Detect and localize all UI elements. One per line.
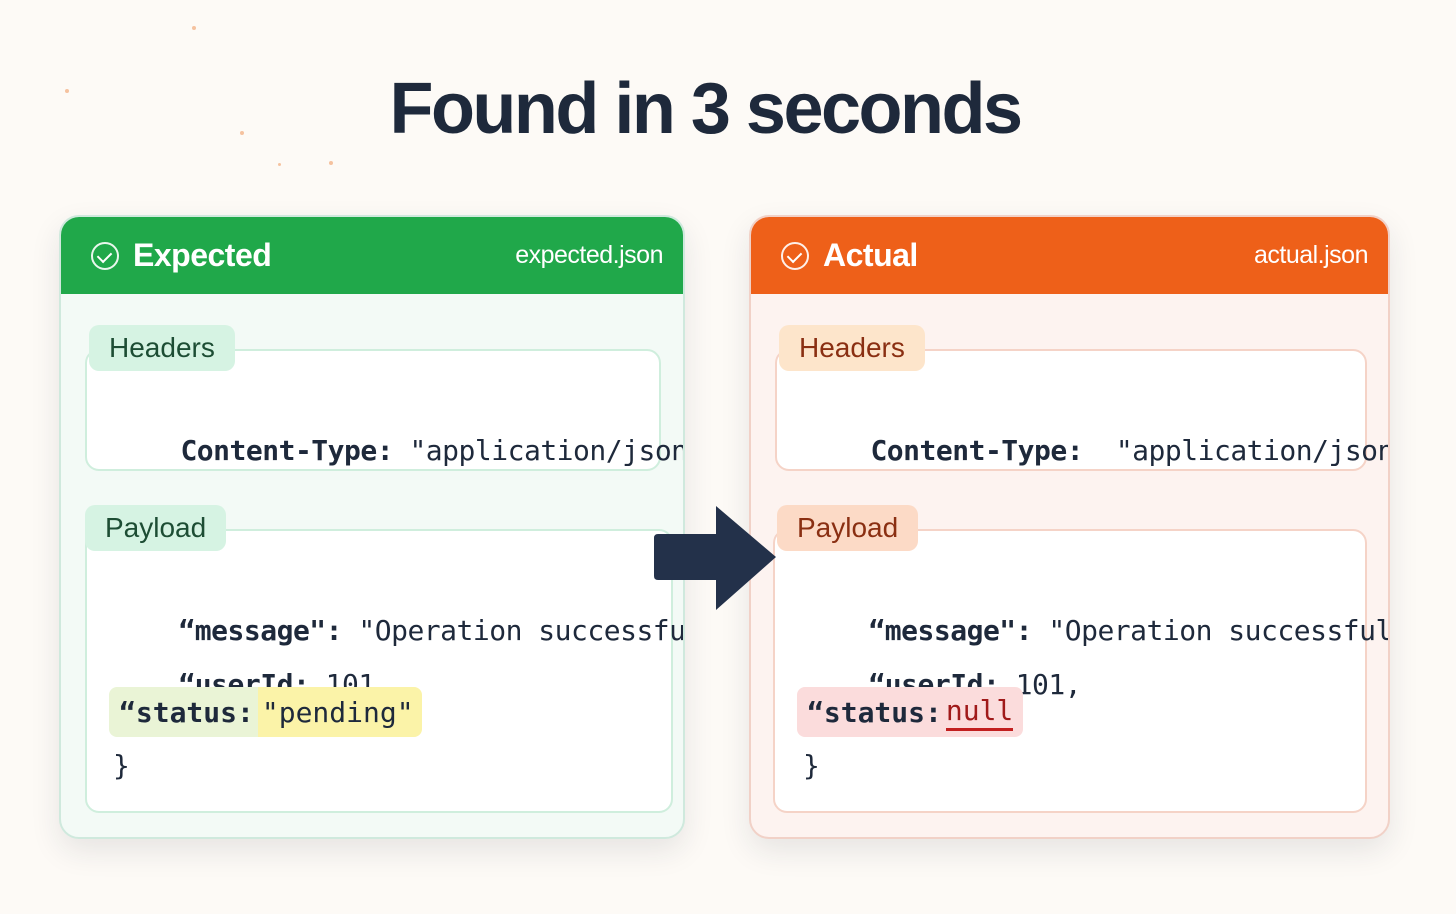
expected-headers-tag: Headers bbox=[89, 325, 235, 371]
actual-status-key: “status: bbox=[807, 695, 942, 729]
decorative-dot bbox=[329, 161, 333, 165]
expected-panel: Expected expected.json Headers Content-T… bbox=[59, 215, 685, 839]
expected-message-value: "Operation successful", bbox=[358, 614, 685, 647]
expected-header-value: "application/json" bbox=[409, 434, 685, 467]
expected-header-key: Content-Type: bbox=[180, 434, 394, 467]
expected-panel-title: Expected bbox=[133, 237, 272, 273]
expected-header-line: Content-Type: "application/json" bbox=[115, 401, 685, 500]
expected-file-name: expected.json bbox=[515, 241, 663, 269]
actual-header-key: Content-Type: bbox=[870, 434, 1084, 467]
actual-file-name: actual.json bbox=[1253, 241, 1369, 269]
actual-payload-box bbox=[773, 529, 1367, 813]
actual-panel: Actual actual.json Headers Content-Type:… bbox=[749, 215, 1390, 839]
expected-status-highlight: “status:"pending" bbox=[109, 687, 422, 737]
actual-payload-tag: Payload bbox=[777, 505, 919, 551]
decorative-dot bbox=[65, 89, 69, 93]
actual-closing-brace: } bbox=[803, 749, 820, 782]
expected-panel-header: Expected expected.json bbox=[61, 217, 683, 294]
decorative-dot bbox=[278, 163, 281, 166]
check-circle-icon bbox=[91, 241, 119, 270]
expected-status-value: "pending" bbox=[257, 687, 422, 737]
expected-payload-line-1: “message": "Operation successful", bbox=[113, 581, 685, 680]
actual-panel-header: Actual actual.json bbox=[751, 217, 1388, 294]
actual-userid-value: 101, bbox=[1015, 668, 1082, 701]
actual-payload-line-1: “message": "Operation successful", bbox=[803, 581, 1390, 680]
actual-message-value: "Operation successful", bbox=[1048, 614, 1390, 647]
actual-status-highlight: “status:null bbox=[797, 687, 1024, 737]
expected-status-key: “status: bbox=[109, 687, 258, 737]
actual-status-value: null bbox=[945, 694, 1014, 731]
actual-header-line: Content-Type: "application/json" bbox=[805, 401, 1390, 500]
arrow-right-icon bbox=[654, 506, 776, 610]
actual-header-value: "application/json" bbox=[1115, 434, 1390, 467]
actual-message-key: “message": bbox=[868, 614, 1033, 647]
expected-payload-tag: Payload bbox=[85, 505, 227, 551]
expected-payload-box bbox=[85, 529, 673, 813]
expected-message-key: “message": bbox=[178, 614, 343, 647]
check-circle-icon bbox=[781, 241, 809, 270]
decorative-dot bbox=[240, 131, 244, 135]
actual-panel-title: Actual bbox=[823, 237, 918, 273]
actual-headers-tag: Headers bbox=[779, 325, 925, 371]
decorative-dot bbox=[192, 26, 196, 30]
page-title: Found in 3 seconds bbox=[389, 69, 1023, 149]
expected-closing-brace: } bbox=[113, 749, 130, 782]
